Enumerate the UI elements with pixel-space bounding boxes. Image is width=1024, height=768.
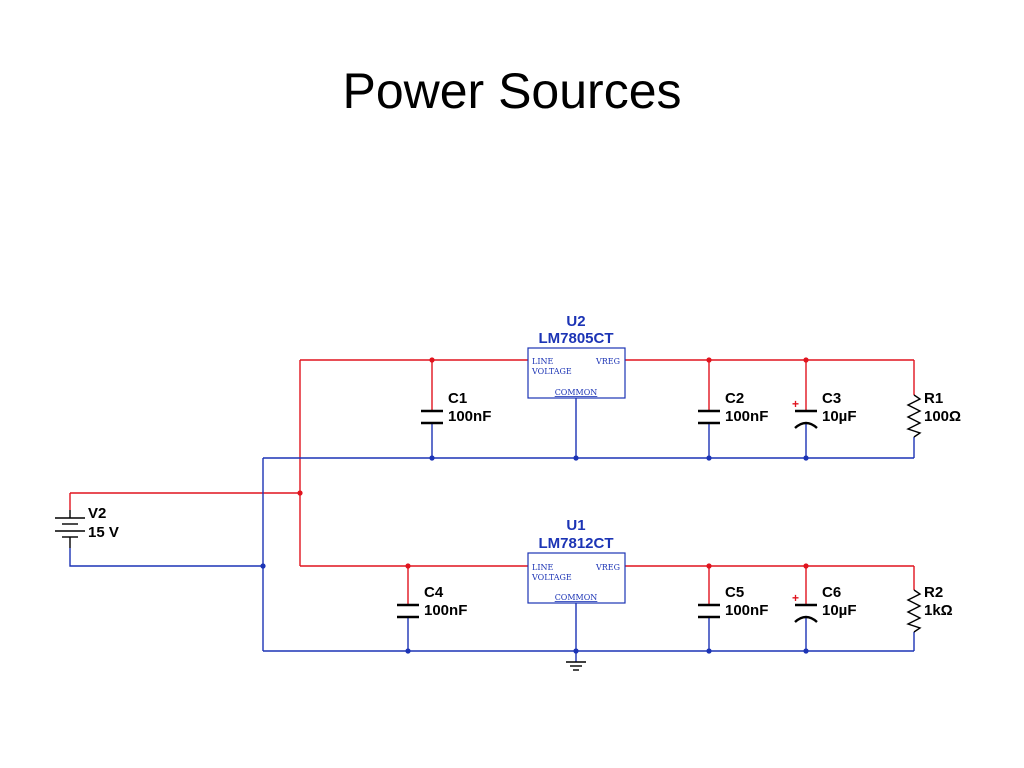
slide-title: Power Sources <box>342 63 682 119</box>
c3-polarity-mark: + <box>792 397 799 411</box>
junctions-ground <box>260 455 809 654</box>
capacitor-c3: + C3 10µF <box>792 390 857 429</box>
resistor-r1: R1 100Ω <box>906 390 961 438</box>
regulator-u1: U1 LM7812CT LINE VOLTAGE VREG COMMON <box>527 517 626 604</box>
c3-ref-label: C3 <box>822 390 841 407</box>
v2-ref-label: V2 <box>88 505 106 522</box>
ground-wires <box>69 398 915 662</box>
u2-part-label: LM7805CT <box>538 330 613 347</box>
battery-v2: V2 15 V <box>55 505 119 548</box>
c6-polarity-mark: + <box>792 591 799 605</box>
u1-ref-label: U1 <box>566 517 585 534</box>
u1-pin-common: COMMON <box>555 593 598 602</box>
resistor-r2: R2 1kΩ <box>906 584 953 633</box>
u2-pin-common: COMMON <box>555 388 598 397</box>
r1-value-label: 100Ω <box>924 408 961 425</box>
u1-part-label: LM7812CT <box>538 535 613 552</box>
junctions-positive <box>297 357 809 569</box>
r1-ref-label: R1 <box>924 390 943 407</box>
u1-pin-line: LINE <box>532 563 553 572</box>
capacitor-c1: C1 100nF <box>421 390 491 425</box>
c5-value-label: 100nF <box>725 602 768 619</box>
c6-ref-label: C6 <box>822 584 841 601</box>
u1-pin-vreg: VREG <box>595 563 620 572</box>
c3-value-label: 10µF <box>822 408 857 425</box>
c4-ref-label: C4 <box>424 584 444 601</box>
u2-pin-voltage: VOLTAGE <box>531 367 572 376</box>
v2-value-label: 15 V <box>88 524 119 541</box>
c1-value-label: 100nF <box>448 408 491 425</box>
positive-wires <box>69 359 915 604</box>
c2-value-label: 100nF <box>725 408 768 425</box>
capacitor-c4: C4 100nF <box>397 584 467 619</box>
c5-ref-label: C5 <box>725 584 744 601</box>
capacitor-c2: C2 100nF <box>698 390 768 425</box>
u2-ref-label: U2 <box>566 313 585 330</box>
c1-ref-label: C1 <box>448 390 467 407</box>
u1-pin-voltage: VOLTAGE <box>531 573 572 582</box>
r2-value-label: 1kΩ <box>924 602 953 619</box>
regulator-u2: U2 LM7805CT LINE VOLTAGE VREG COMMON <box>527 313 626 399</box>
r2-ref-label: R2 <box>924 584 943 601</box>
u2-pin-vreg: VREG <box>595 357 620 366</box>
c6-value-label: 10µF <box>822 602 857 619</box>
ground-icon <box>566 661 586 671</box>
c2-ref-label: C2 <box>725 390 744 407</box>
capacitor-c5: C5 100nF <box>698 584 768 619</box>
capacitor-c6: + C6 10µF <box>792 584 857 623</box>
c4-value-label: 100nF <box>424 602 467 619</box>
u2-pin-line: LINE <box>532 357 553 366</box>
